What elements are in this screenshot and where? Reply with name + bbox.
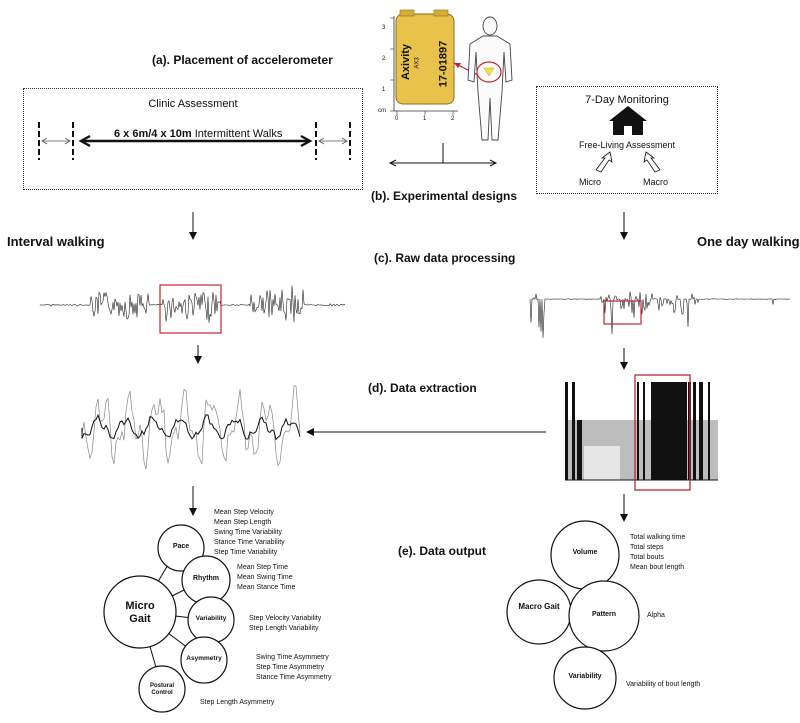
one-day-walking-label: One day walking [697, 234, 800, 249]
metric: Step Length Variability [249, 625, 319, 632]
device-model: AX3 [414, 57, 421, 69]
metric: Mean Stance Time [237, 584, 296, 591]
macro-variability-label: Variability [568, 673, 602, 680]
macro-gait-center: Macro Gait [518, 602, 560, 611]
ruler-y-tick: 3 [382, 25, 386, 31]
pattern-label: Pattern [591, 611, 617, 618]
ruler-y-tick: 1 [382, 87, 386, 93]
metric: Mean Swing Time [237, 574, 293, 581]
metric: Step Length Asymmetry [200, 699, 275, 706]
clinic-walk-bold: 6 x 6m/4 x 10m [114, 128, 192, 140]
metric: Stance Time Variability [214, 539, 285, 546]
extracted-trace-1 [81, 385, 301, 470]
metric: Mean Step Time [237, 564, 288, 571]
stage-label-e: (e). Data output [398, 544, 486, 558]
device-serial: 17-01897 [437, 40, 450, 88]
macro-label: Macro [643, 177, 669, 187]
asymmetry-metrics: Swing Time Asymmetry Step Time Asymmetry… [256, 653, 331, 683]
volume-metrics: Total walking time Total steps Total bou… [630, 533, 685, 573]
postural-control-metrics: Step Length Asymmetry [200, 698, 274, 708]
clinic-walk-rest: Intermittent Walks [191, 128, 283, 140]
rhythm-label: Rhythm [192, 575, 220, 582]
postural-control-label: Postural Control [149, 683, 174, 696]
one-day-highlight-box [603, 300, 642, 325]
stage-label-b: (b). Experimental designs [371, 189, 518, 203]
free-living-label: Free-Living Assessment [578, 140, 676, 150]
bout-highlight-box [634, 374, 691, 491]
micro-gait-center: Micro Gait [125, 600, 155, 625]
bout-background [565, 420, 718, 480]
bout-bar [637, 382, 639, 480]
volume-label: Volume [572, 549, 598, 556]
ruler-unit: cm [378, 108, 386, 114]
metric: Total steps [630, 544, 664, 551]
pace-label: Pace [172, 543, 190, 550]
bout-light-region [584, 446, 620, 480]
clinic-title: Clinic Assessment [148, 98, 238, 110]
micro-variability-label: Variability [195, 615, 227, 622]
extracted-trace-2 [81, 413, 301, 441]
stage-label-d: (d). Data extraction [368, 381, 477, 395]
macro-variability-metrics: Variability of bout length [626, 680, 700, 690]
bout-bar [693, 382, 696, 480]
device-figure: Axivity AX3 17-01897 3 2 1 cm 0 1 2 [368, 8, 518, 128]
metric: Variability of bout length [626, 681, 701, 688]
monitoring-title: 7-Day Monitoring [585, 94, 669, 106]
asymmetry-label: Asymmetry [186, 655, 222, 662]
stage-label-a: (a). Placement of accelerometer [152, 53, 333, 67]
interval-highlight-box [159, 284, 222, 334]
metric: Stance Time Asymmetry [256, 674, 332, 681]
device-illustration [390, 9, 481, 115]
bout-bar [688, 382, 691, 480]
clinic-walk-text: 6 x 6m/4 x 10m Intermittent Walks [114, 128, 282, 140]
rhythm-metrics: Mean Step Time Mean Swing Time Mean Stan… [237, 563, 295, 593]
ruler-x-tick: 1 [423, 116, 427, 122]
micro-variability-metrics: Step Velocity Variability Step Length Va… [249, 614, 321, 634]
bout-bar [708, 382, 710, 480]
micro-label: Micro [579, 177, 601, 187]
metric: Total walking time [630, 534, 686, 541]
metric: Step Velocity Variability [249, 615, 322, 622]
metric: Swing Time Asymmetry [256, 654, 329, 661]
bout-bar [651, 382, 687, 480]
metric: Total bouts [630, 554, 664, 561]
interval-walking-label: Interval walking [7, 234, 105, 249]
bout-bar [577, 420, 582, 480]
metric: Step Time Asymmetry [256, 664, 325, 671]
ruler-x-tick: 2 [451, 116, 455, 122]
pattern-metrics: Alpha [647, 611, 665, 621]
metric: Alpha [647, 612, 665, 619]
metric: Mean bout length [630, 564, 685, 571]
stage-label-c: (c). Raw data processing [374, 251, 516, 265]
bout-bar [643, 382, 645, 480]
ruler-x-tick: 0 [395, 116, 399, 122]
metric: Mean Step Velocity [214, 509, 274, 516]
bout-bar [699, 382, 703, 480]
device-brand: Axivity [400, 43, 413, 81]
bout-bar [565, 382, 568, 480]
metric: Mean Step Length [214, 519, 272, 526]
one-day-signal-trace [529, 291, 791, 338]
interval-signal-trace [39, 285, 346, 323]
monitoring-box: 7-Day Monitoring Free-Living Assessment … [536, 86, 718, 194]
metric: Swing Time Variability [214, 529, 282, 536]
pace-metrics: Mean Step Velocity Mean Step Length Swin… [214, 508, 285, 558]
ruler-y-tick: 2 [382, 56, 386, 62]
metric: Step Time Variability [214, 549, 278, 556]
macro-gait-node [506, 579, 572, 645]
clinic-assessment-box: Clinic Assessment 6 x 6m/4 x 10m Intermi… [23, 88, 363, 190]
bout-bar [572, 382, 575, 480]
